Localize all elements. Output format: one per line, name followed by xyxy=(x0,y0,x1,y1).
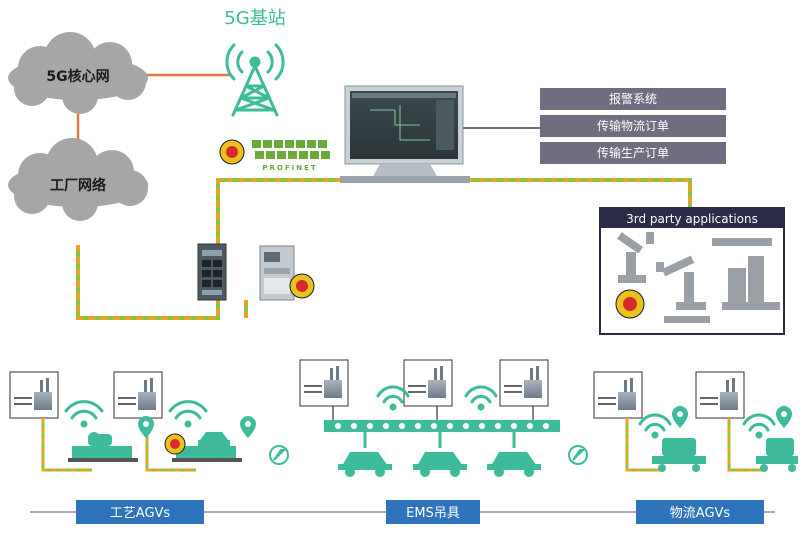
access-point-2 xyxy=(113,371,163,419)
badge-icon xyxy=(219,139,245,165)
access-points xyxy=(9,359,745,419)
agv-2 xyxy=(164,432,242,462)
core-network-label: 5G核心网 xyxy=(46,68,109,85)
system-menu: 报警系统 传输物流订单 传输生产订单 xyxy=(540,88,726,164)
robot-arm-icon xyxy=(656,255,706,310)
access-point-6 xyxy=(593,371,643,419)
location-pin-icon xyxy=(240,416,256,438)
wifi-icon xyxy=(742,413,776,439)
zone-logistics-text: 物流AGVs xyxy=(670,506,731,521)
menu-item-alarm: 报警系统 xyxy=(609,91,657,106)
logistics-agvs xyxy=(652,438,798,472)
car-icon xyxy=(198,432,230,446)
wifi-signals xyxy=(64,385,776,439)
cloud-icon xyxy=(8,138,148,221)
control-workstation xyxy=(340,85,540,183)
network-switch-icon xyxy=(197,243,227,301)
cart-icon xyxy=(652,438,706,472)
wifi-icon xyxy=(64,400,104,428)
location-pins xyxy=(138,406,792,438)
core-network-cloud: 5G核心网 xyxy=(8,32,148,114)
compass-icon xyxy=(568,445,588,465)
platform-icon xyxy=(664,316,710,323)
cart-icon xyxy=(756,438,798,472)
location-pin-icon xyxy=(672,406,688,428)
zone-label-process: 工艺AGVs xyxy=(76,500,204,524)
cloud-icon xyxy=(8,32,148,114)
monitor-icon xyxy=(340,85,470,183)
process-agvs xyxy=(68,432,242,462)
zone-label-logistics: 物流AGVs xyxy=(636,500,764,524)
third-party-title: 3rd party applications xyxy=(626,212,758,226)
wifi-icon xyxy=(638,413,672,439)
access-point-5 xyxy=(499,359,549,407)
access-point-4 xyxy=(403,359,453,407)
zone-ems-text: EMS吊具 xyxy=(406,506,460,521)
car-icon xyxy=(413,452,467,477)
base-station-label: 5G基站 xyxy=(224,8,285,29)
agv-1 xyxy=(68,432,138,462)
compass-icons xyxy=(269,445,588,465)
compass-icon xyxy=(269,445,289,465)
controller-icon xyxy=(259,245,295,301)
profinet-text: PROFINET xyxy=(262,164,317,172)
zone-label-ems: EMS吊具 xyxy=(386,500,480,524)
conveyor-machine-icon xyxy=(712,238,780,310)
access-point-3 xyxy=(299,359,349,407)
access-point-1 xyxy=(9,371,59,419)
factory-network-label: 工厂网络 xyxy=(50,177,106,194)
access-point-7 xyxy=(695,371,745,419)
third-party-panel: 3rd party applications xyxy=(599,207,785,335)
menu-item-production-order: 传输生产订单 xyxy=(597,145,669,160)
menu-item-logistics-order: 传输物流订单 xyxy=(597,118,669,133)
profinet-blocks xyxy=(252,140,330,159)
wifi-icon xyxy=(376,385,410,411)
network-switch xyxy=(197,243,227,301)
location-pin-icon xyxy=(138,416,154,438)
car-icon xyxy=(487,452,541,477)
ems-conveyor xyxy=(324,406,560,477)
car-icon xyxy=(338,452,392,477)
badge-icon xyxy=(615,289,645,319)
zone-process-text: 工艺AGVs xyxy=(110,506,171,521)
plc-controller xyxy=(259,245,315,301)
industrial-cables xyxy=(76,178,692,320)
badge-icon xyxy=(289,273,315,299)
wifi-icon xyxy=(168,400,208,428)
wifi-icon xyxy=(464,385,498,411)
location-pin-icon xyxy=(776,406,792,428)
cell-tower-icon xyxy=(225,43,285,117)
base-station: 5G基站 xyxy=(224,8,286,117)
profinet-logo: PROFINET xyxy=(219,139,330,172)
robot-arm-icon xyxy=(617,232,654,283)
factory-network-cloud: 工厂网络 xyxy=(8,138,148,221)
